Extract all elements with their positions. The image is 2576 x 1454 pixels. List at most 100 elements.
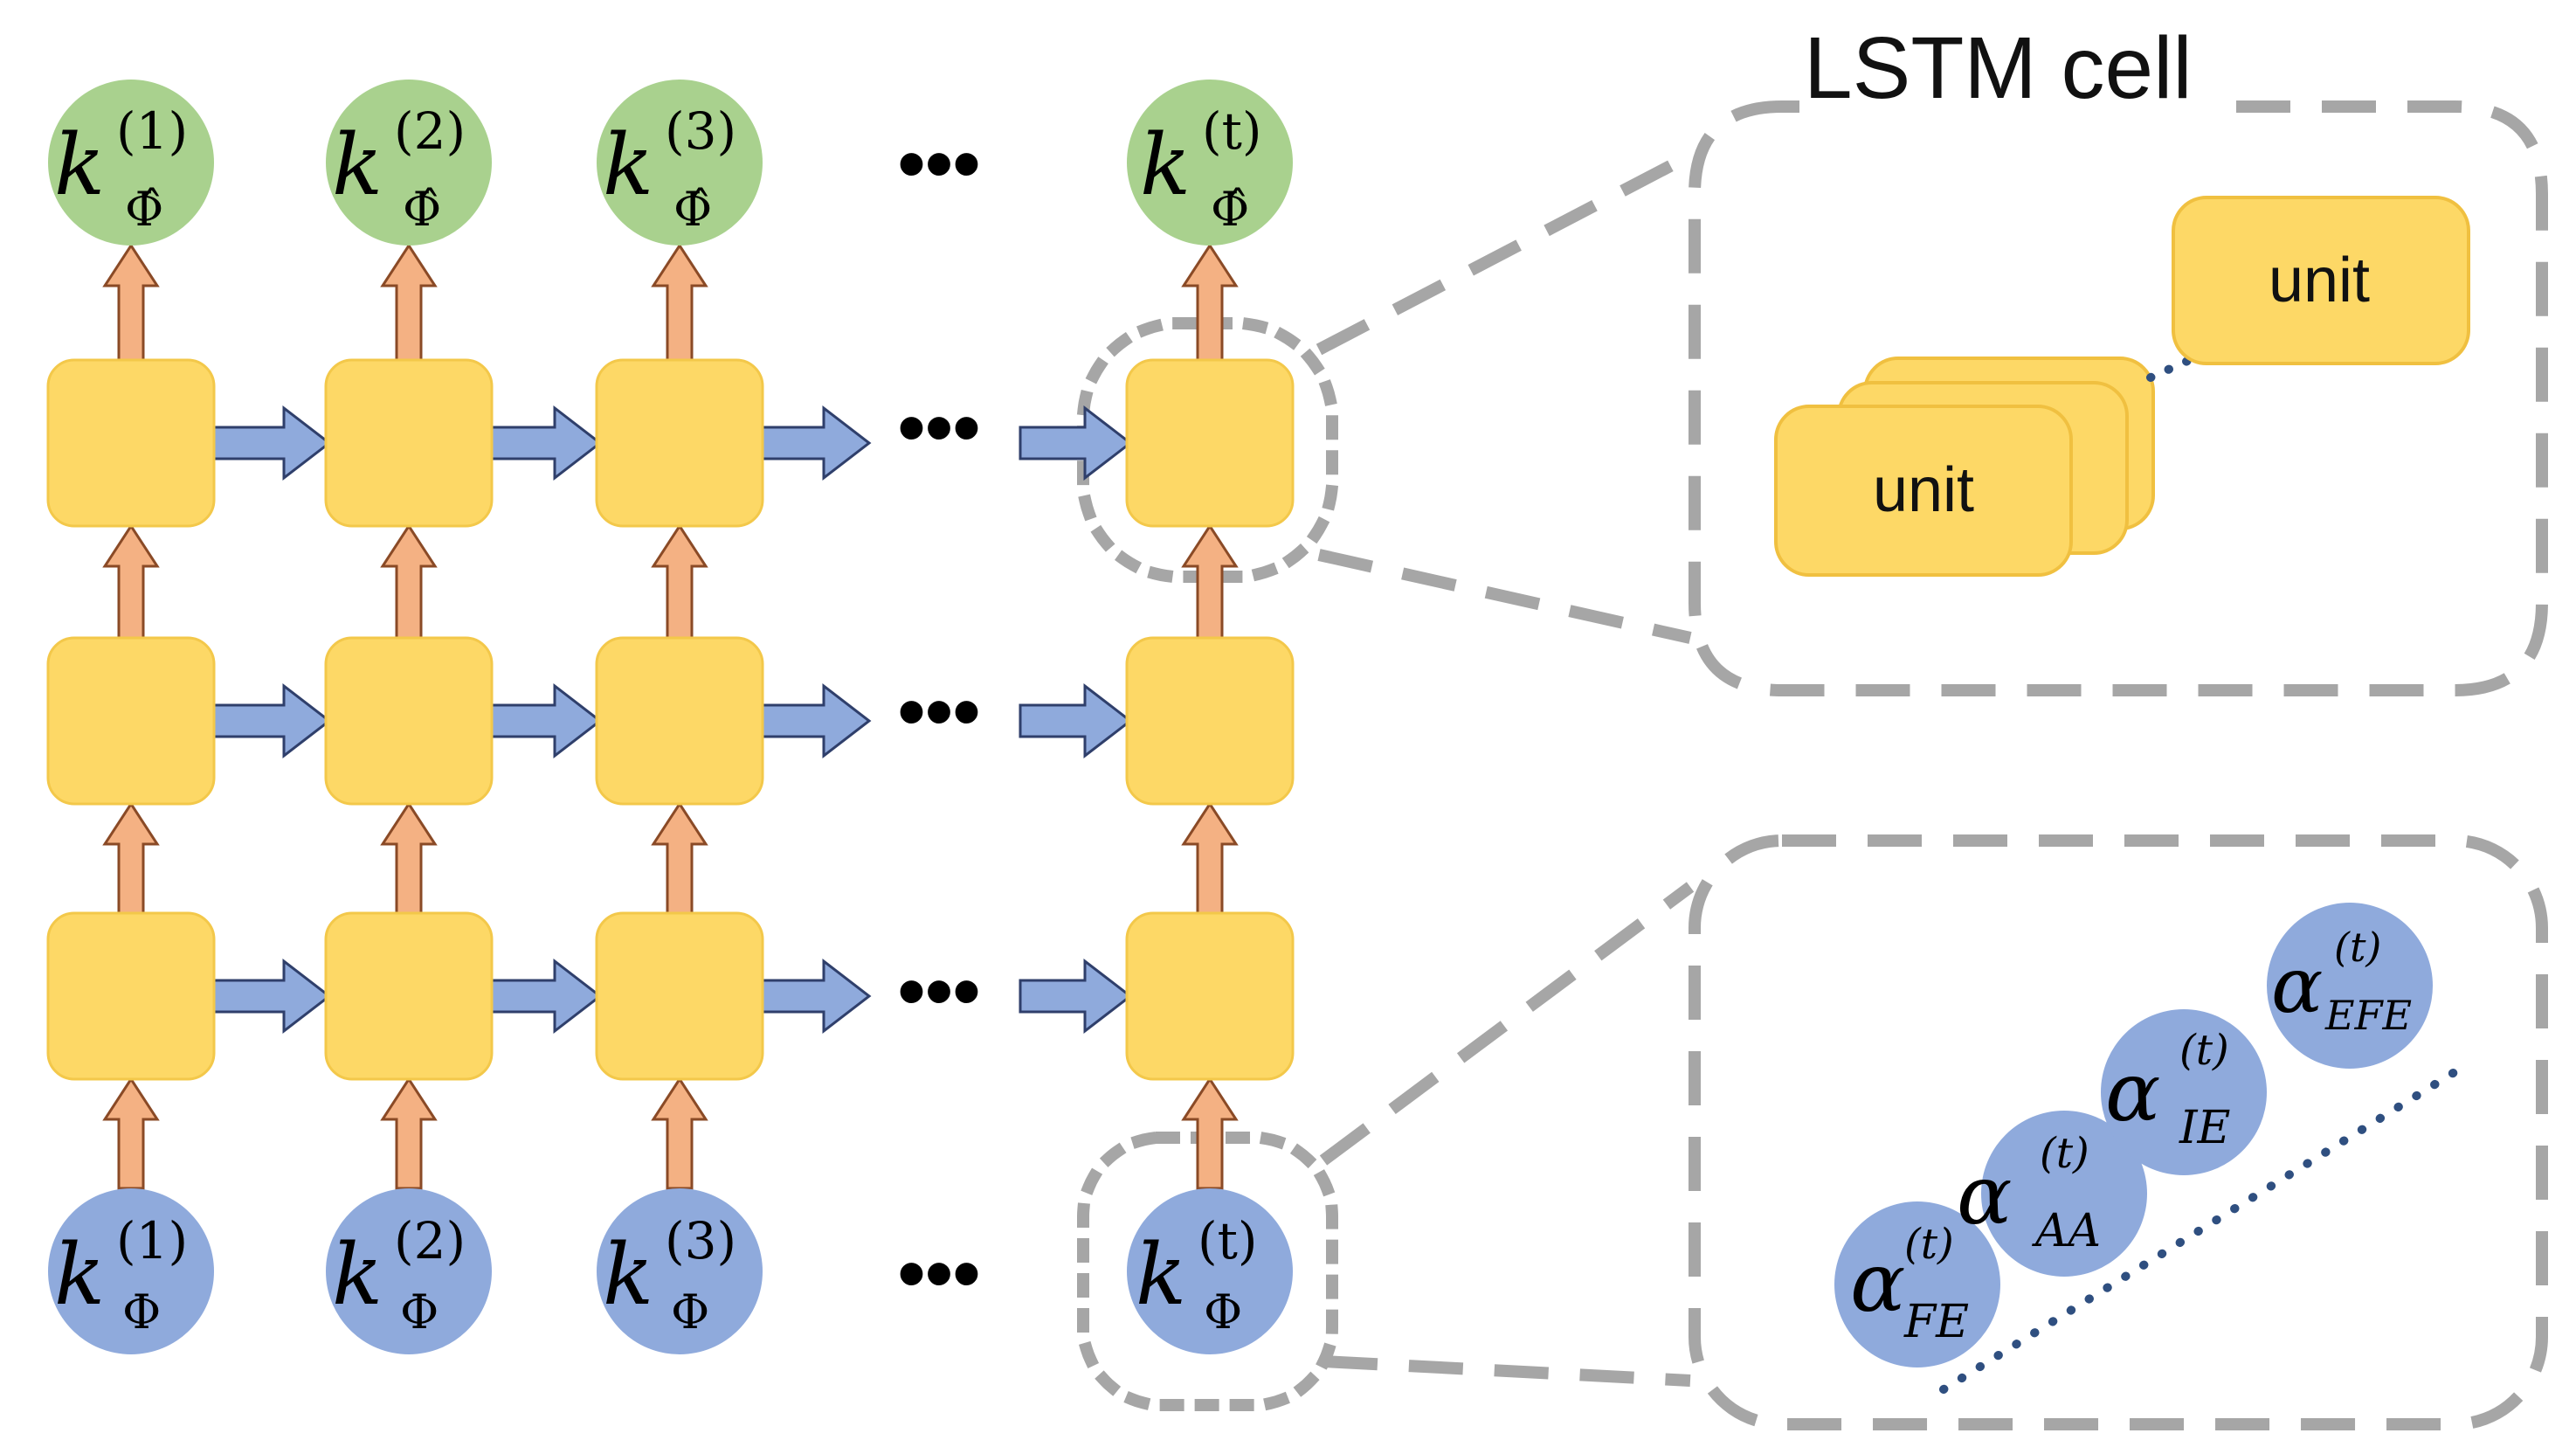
lstm-cell-layer3-col2 xyxy=(324,358,494,528)
input-node-2-sub: Φ xyxy=(400,1284,439,1340)
alpha-node-aa-base: α xyxy=(1957,1148,2012,1243)
output-node-1: k (1) Φ̂ xyxy=(48,80,214,246)
ellipsis-layer-3: ••• xyxy=(898,384,981,472)
right-arrow-layer3-3-to-ellipsis xyxy=(761,405,872,481)
output-node-2-sup: (2) xyxy=(394,101,466,161)
up-arrow-layer3-to-output-col2 xyxy=(380,243,438,362)
input-node-1-sup: (1) xyxy=(116,1211,188,1271)
lstm-cell-layer3-col1 xyxy=(46,358,216,528)
right-arrow-layer2-2-to-3 xyxy=(490,682,603,759)
ellipsis-layer-2: ••• xyxy=(898,668,981,756)
input-node-1-base: k xyxy=(54,1226,105,1324)
lstm-cell-panel-border xyxy=(1689,100,2548,696)
right-arrow-layer1-ellipsis-to-t xyxy=(1019,958,1133,1035)
output-node-3-sub: Φ̂ xyxy=(673,182,712,237)
input-node-t-base: k xyxy=(1136,1226,1186,1324)
alpha-node-ie-sub: IE xyxy=(2179,1102,2231,1154)
input-node-3-sup: (3) xyxy=(665,1211,736,1271)
right-arrow-layer2-ellipsis-to-t xyxy=(1019,682,1133,759)
up-arrow-input-to-layer1-colt xyxy=(1181,1077,1239,1190)
input-node-3-base: k xyxy=(603,1226,653,1324)
up-arrow-layer2-to-layer3-col2 xyxy=(380,523,438,640)
up-arrow-layer1-to-layer2-col1 xyxy=(102,801,160,915)
unit-stack-label: unit xyxy=(1873,455,1974,525)
right-arrow-layer1-3-to-ellipsis xyxy=(761,958,872,1035)
output-node-2: k (2) Φ̂ xyxy=(326,80,492,246)
alpha-node-fe-sup: (t) xyxy=(1904,1220,1954,1269)
up-arrow-layer2-to-layer3-col1 xyxy=(102,523,160,640)
up-arrow-layer2-to-layer3-colt xyxy=(1181,523,1239,640)
up-arrow-input-to-layer1-col2 xyxy=(380,1077,438,1190)
lstm-cell-layer2-col3 xyxy=(595,636,764,806)
lstm-cell-grid xyxy=(46,358,1295,1081)
output-node-3-base: k xyxy=(603,116,653,214)
output-node-1-sup: (1) xyxy=(116,101,188,161)
right-arrow-layer3-ellipsis-to-t xyxy=(1019,405,1133,481)
lstm-cell-title: LSTM cell xyxy=(1804,19,2193,117)
up-arrow-layer3-to-output-col3 xyxy=(651,243,708,362)
output-node-1-sub: Φ̂ xyxy=(125,182,163,237)
alpha-input-panel: α (t) FE α (t) AA α (t) IE α (t) EFE xyxy=(1689,834,2548,1430)
right-arrow-layer1-2-to-3 xyxy=(490,958,603,1035)
connector-input-top xyxy=(1319,882,1695,1166)
alpha-node-aa-sub: AA xyxy=(2032,1205,2101,1257)
up-arrow-input-to-layer1-col3 xyxy=(651,1077,708,1190)
output-node-2-sub: Φ̂ xyxy=(403,182,441,237)
input-node-2: k (2) Φ xyxy=(326,1188,492,1354)
alpha-node-fe-sub: FE xyxy=(1903,1296,1969,1348)
output-node-t-sup: (t) xyxy=(1202,101,1262,161)
right-arrow-layer3-1-to-2 xyxy=(212,405,332,481)
alpha-node-efe: α (t) EFE xyxy=(2267,903,2433,1069)
connector-input-bottom xyxy=(1323,1355,1691,1387)
input-node-1-sub: Φ xyxy=(122,1284,161,1340)
output-node-t-base: k xyxy=(1140,116,1191,214)
output-node-t-sub: Φ̂ xyxy=(1211,182,1249,237)
right-arrow-layer2-1-to-2 xyxy=(212,682,332,759)
right-arrow-layer2-3-to-ellipsis xyxy=(761,682,872,759)
alpha-node-efe-sub: EFE xyxy=(2324,992,2412,1039)
alpha-node-fe-base: α xyxy=(1850,1236,1905,1331)
input-node-3-sub: Φ xyxy=(671,1284,709,1340)
unit-stack-front: unit xyxy=(1774,405,2073,577)
ellipsis-output-row: ••• xyxy=(898,121,981,208)
ellipsis-layer-1: ••• xyxy=(898,948,981,1035)
output-node-3-sup: (3) xyxy=(665,101,736,161)
right-arrow-layer3-2-to-3 xyxy=(490,405,603,481)
connector-cell-bottom xyxy=(1317,549,1692,644)
lstm-cell-layer1-col3 xyxy=(595,911,764,1081)
up-arrow-layer3-to-output-col1 xyxy=(102,243,160,362)
output-nodes: k (1) Φ̂ k (2) Φ̂ k (3) Φ̂ k (t) Φ̂ xyxy=(48,80,1293,246)
alpha-node-efe-base: α xyxy=(2271,940,2323,1030)
connector-cell-top xyxy=(1316,149,1694,356)
unit-single: unit xyxy=(2172,196,2470,365)
alpha-node-ie-sup: (t) xyxy=(2179,1026,2229,1075)
up-arrow-layer3-to-output-colt xyxy=(1181,243,1239,362)
alpha-node-ie-base: α xyxy=(2105,1045,2160,1140)
up-arrow-layer1-to-layer2-col3 xyxy=(651,801,708,915)
alpha-node-efe-sup: (t) xyxy=(2334,924,2381,971)
input-node-2-sup: (2) xyxy=(394,1211,466,1271)
lstm-cell-layer2-col2 xyxy=(324,636,494,806)
right-arrow-layer1-1-to-2 xyxy=(212,958,332,1035)
input-node-t-sup: (t) xyxy=(1198,1211,1258,1271)
lstm-cell-layer2-col1 xyxy=(46,636,216,806)
input-node-t: k (t) Φ xyxy=(1127,1188,1293,1354)
up-arrow-layer2-to-layer3-col3 xyxy=(651,523,708,640)
vertical-arrows xyxy=(102,243,1239,1190)
zoom-connectors xyxy=(1316,149,1695,1387)
alpha-node-ie: α (t) IE xyxy=(2101,1009,2267,1175)
horizontal-arrows xyxy=(212,405,1133,1035)
lstm-cell-layer2-colt xyxy=(1125,636,1295,806)
unit-single-label: unit xyxy=(2269,246,2370,315)
up-arrow-input-to-layer1-col1 xyxy=(102,1077,160,1190)
output-node-t: k (t) Φ̂ xyxy=(1127,80,1293,246)
alpha-node-aa-sup: (t) xyxy=(2040,1129,2089,1178)
lstm-cell-layer3-col3 xyxy=(595,358,764,528)
up-arrow-layer1-to-layer2-colt xyxy=(1181,801,1239,915)
lstm-cell-layer1-colt xyxy=(1125,911,1295,1081)
output-node-2-base: k xyxy=(332,116,383,214)
alpha-node-fe: α (t) FE xyxy=(1834,1201,2000,1367)
input-node-2-base: k xyxy=(332,1226,383,1324)
output-node-1-base: k xyxy=(54,116,105,214)
